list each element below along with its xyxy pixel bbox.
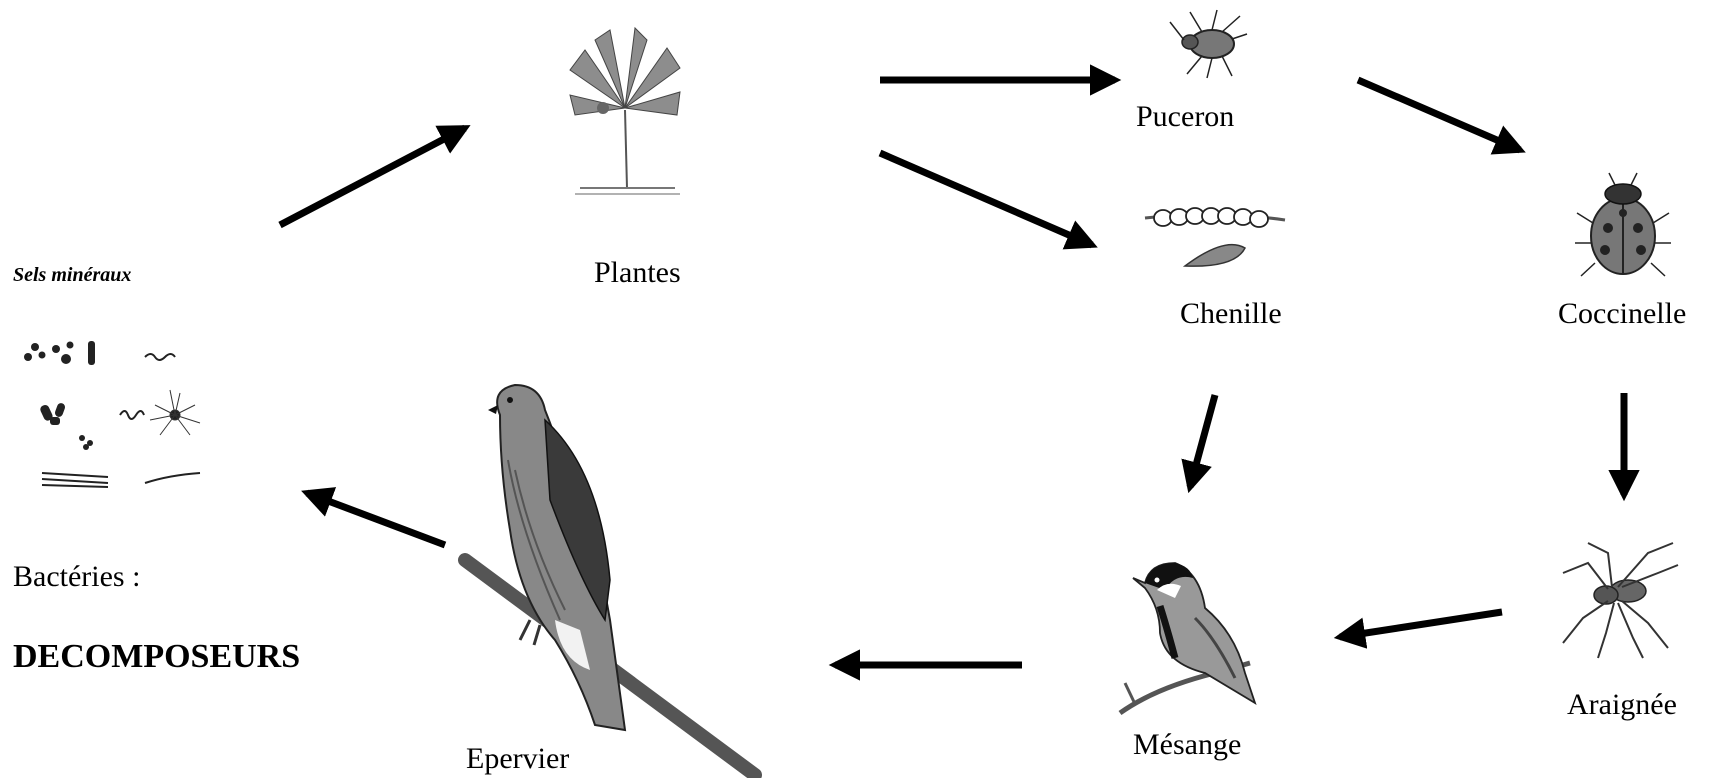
node-label-epervier: Epervier xyxy=(466,744,569,774)
node-label-sels: Sels minéraux xyxy=(13,265,131,285)
node-label-araignee: Araignée xyxy=(1567,690,1677,720)
edge-arrow-sels-plantes xyxy=(280,128,465,225)
plant-icon xyxy=(570,28,680,194)
edge-arrow-epervier-bacteries xyxy=(307,493,445,545)
node-label-plantes: Plantes xyxy=(594,258,681,288)
node-label-mesange: Mésange xyxy=(1133,730,1241,760)
bacteria-icon xyxy=(24,341,200,487)
node-label-puceron: Puceron xyxy=(1136,102,1234,132)
aphid-icon xyxy=(1170,10,1247,78)
hawk-icon xyxy=(465,385,755,775)
edge-arrow-chenille-mesange xyxy=(1190,395,1215,487)
node-label-chenille: Chenille xyxy=(1180,299,1282,329)
caterpillar-icon xyxy=(1145,208,1285,266)
node-label-bacteries: Bactéries : xyxy=(13,562,140,592)
ladybug-icon xyxy=(1575,173,1671,276)
edge-arrow-plantes-chenille xyxy=(880,153,1092,245)
edge-arrow-puceron-coccinelle xyxy=(1358,80,1520,150)
spider-icon xyxy=(1563,543,1678,658)
edge-arrow-araignee-mesange xyxy=(1340,612,1502,637)
tit-bird-icon xyxy=(1120,563,1255,713)
node-label-coccinelle: Coccinelle xyxy=(1558,299,1686,329)
node-label-decomposeurs: DECOMPOSEURS xyxy=(13,640,300,674)
